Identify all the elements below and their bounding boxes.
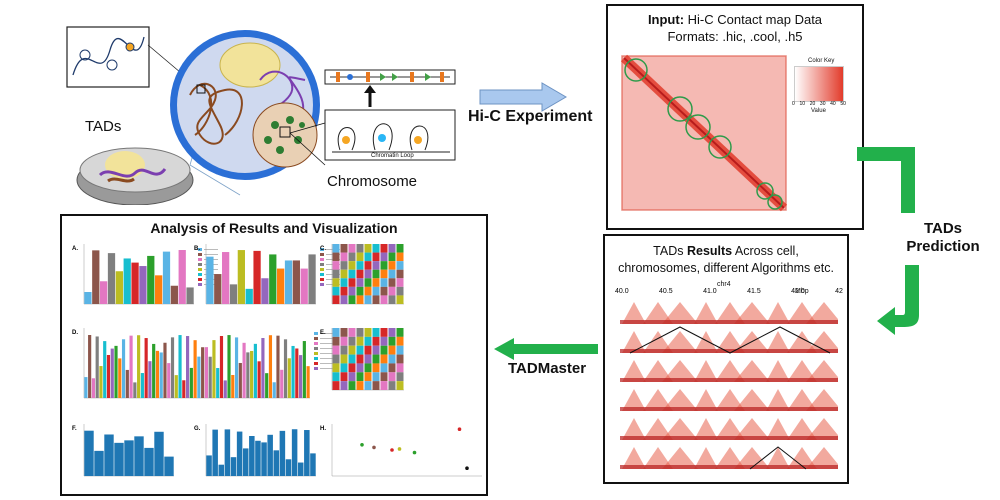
subplot-label: D.	[72, 330, 78, 336]
tad-tracks	[620, 302, 838, 470]
tadmaster-arrow	[492, 338, 600, 360]
color-key-tick: 30	[819, 101, 826, 107]
axis-unit: Mbp	[795, 288, 809, 295]
tad-track-row	[620, 360, 838, 382]
analysis-subplot: C.	[320, 244, 404, 305]
hic-experiment-label: Hi-C Experiment	[468, 108, 593, 125]
subplot-label: C.	[320, 246, 326, 252]
axis-tick: 41.5	[747, 288, 761, 295]
axis-tick: 41.0	[703, 288, 717, 295]
analysis-subplot: D.	[72, 328, 334, 399]
axis-tick: 40.0	[615, 288, 629, 295]
chromosome-label: Chromosome	[327, 173, 418, 190]
axis-tick: 40.5	[659, 288, 673, 295]
color-key-tick: 20	[809, 101, 816, 107]
input-formats: Formats: .hic, .cool, .h5	[667, 29, 803, 44]
tad-track-row	[620, 446, 838, 470]
tad-track-row	[620, 418, 838, 440]
analysis-subplot: H.	[320, 424, 482, 477]
color-key-ticks: 0 10 20 30 40 50	[792, 101, 846, 109]
results-title-bold: Results	[686, 244, 733, 258]
tad-track-row	[620, 389, 838, 411]
tads-prediction-arrow-top	[855, 145, 920, 215]
subplot-label: A.	[72, 246, 78, 252]
tads-prediction-label: TADs Prediction	[888, 220, 998, 256]
tadmaster-label: TADMaster	[508, 360, 587, 377]
tads-label: TADs	[85, 118, 122, 135]
input-prefix: Input:	[647, 12, 685, 27]
results-title-line1: TADs Results Across cell,	[605, 244, 847, 258]
hic-experiment-arrow	[478, 82, 568, 112]
tads-prediction-line1: TADs	[923, 220, 963, 237]
cell-illustration	[66, 26, 456, 206]
input-text-line1: Input: Hi-C Contact map Data	[608, 12, 862, 27]
results-panel: TADs Results Across cell, chromosomes, d…	[603, 234, 849, 484]
subplot-label: B.	[194, 246, 200, 252]
tad-track-row	[620, 302, 838, 324]
tads-prediction-arrow-bottom	[875, 265, 923, 337]
subplot-label: H.	[320, 426, 326, 432]
genome-axis-ticks: 40.0 40.5 41.0 41.5 42.0 42	[615, 288, 843, 295]
subplot-label: F.	[72, 426, 77, 432]
analysis-figure: A. B. C. D. E. F. G. H.	[72, 244, 482, 477]
color-key-gradient	[794, 66, 844, 102]
results-title-line2: chromosomes, different Algorithms etc.	[618, 261, 834, 275]
subplot-label: E.	[320, 330, 326, 336]
analysis-subplot: G.	[194, 424, 316, 477]
results-title-post: Across cell,	[732, 244, 799, 258]
color-key-title: Color Key	[808, 58, 835, 64]
input-description: Hi-C Contact map Data	[687, 12, 823, 27]
hic-contact-map	[620, 54, 788, 212]
color-key-tick: 10	[799, 101, 806, 107]
axis-tick: 42.0	[791, 288, 805, 295]
analysis-subplot: A.	[72, 244, 218, 305]
color-key-axis: Value	[811, 108, 826, 114]
chromatin-loop-label: Chromatin Loop	[371, 153, 414, 159]
analysis-panel: Analysis of Results and Visualization A.…	[60, 214, 488, 496]
analysis-subplot: F.	[72, 424, 174, 477]
color-key-tick: 40	[830, 101, 836, 107]
color-key-tick: 0	[792, 101, 795, 107]
axis-tick: 42	[835, 288, 843, 295]
subplot-label: G.	[194, 426, 201, 432]
tads-prediction-line2: Prediction	[906, 238, 980, 255]
color-key-tick: 50	[840, 101, 846, 107]
chrom-label: chr4	[717, 281, 731, 288]
analysis-subplot: E.	[320, 328, 404, 391]
results-title-pre: TADs	[653, 244, 687, 258]
analysis-title: Analysis of Results and Visualization	[150, 220, 398, 236]
cell-illustration-panel: TADs Chromosome Chromatin Loop	[40, 5, 470, 206]
input-panel: Input: Hi-C Contact map Data Formats: .h…	[606, 4, 864, 230]
tad-track-row	[620, 326, 838, 354]
